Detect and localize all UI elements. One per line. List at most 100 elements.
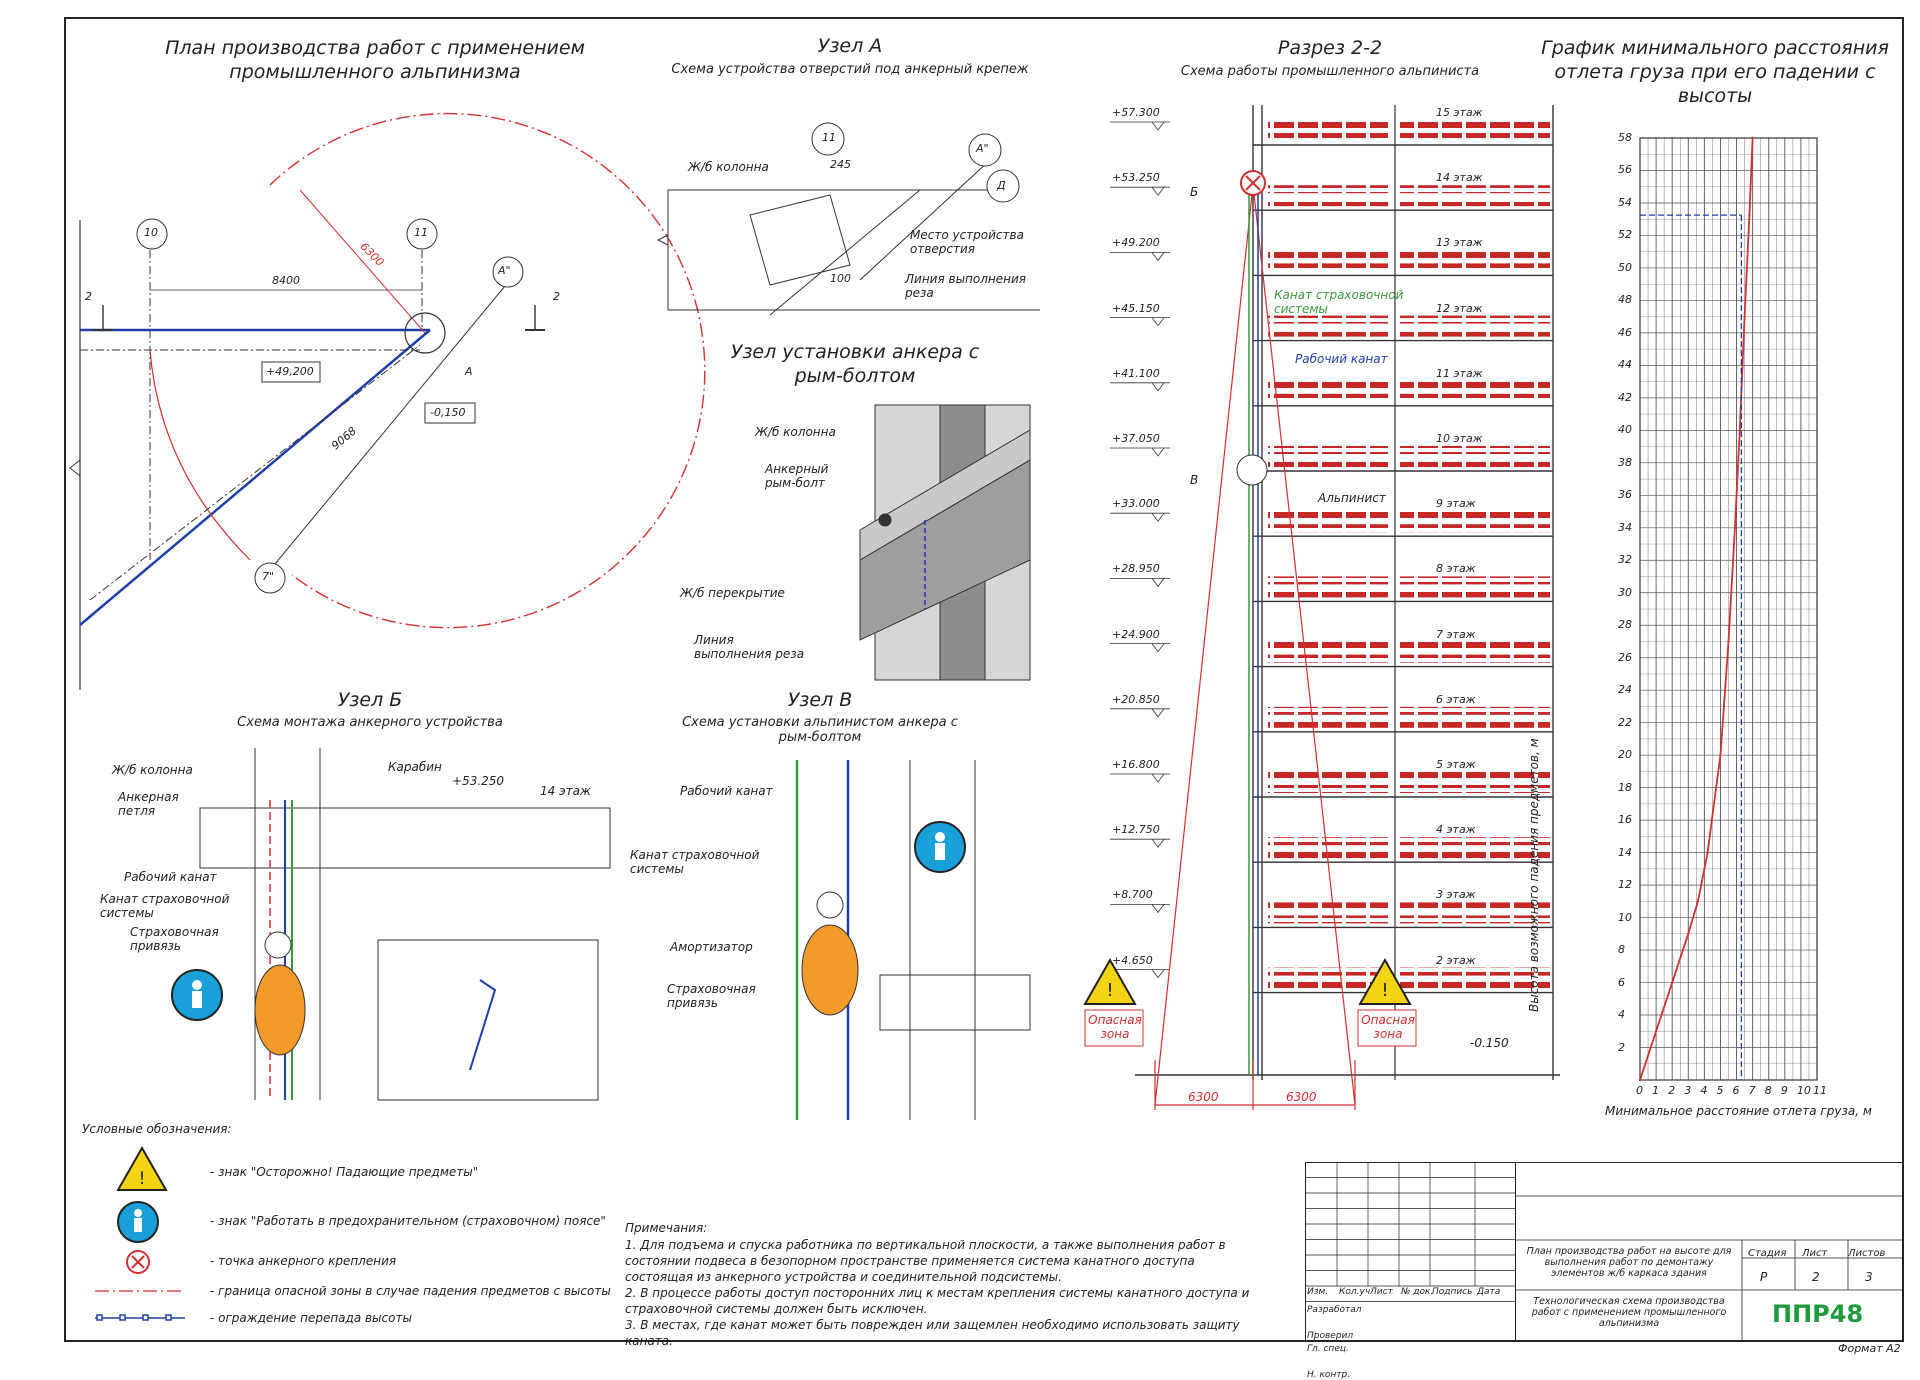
chart-x-tick: 5 [1716, 1084, 1724, 1097]
chart-y-tick: 40 [1618, 423, 1632, 437]
svg-text:!: ! [1381, 980, 1388, 1001]
chart-x-tick: 1 [1652, 1084, 1660, 1097]
chart-y-tick: 2 [1618, 1040, 1625, 1054]
chart-ylabel: Высота возможного падения предметов, м [1527, 738, 1541, 1012]
section-dim-left: 6300 [1188, 1090, 1219, 1104]
chart-x-tick: 7 [1748, 1084, 1756, 1097]
chart-y-tick: 52 [1618, 228, 1632, 242]
section-level-mark: +24.900 [1112, 627, 1160, 641]
chart-y-tick: 30 [1618, 585, 1632, 599]
node-a-axis-a: A" [976, 142, 989, 155]
notes-title: Примечания: [625, 1221, 708, 1235]
node-b-loop: Анкерная петля [118, 790, 179, 818]
chart-point [1670, 981, 1674, 984]
chart-x-tick: 10 [1796, 1084, 1811, 1097]
legend-title: Условные обозначения: [82, 1122, 232, 1136]
chart-frame [1639, 137, 1818, 1081]
legend-item-danger: - граница опасной зоны в случае падения … [210, 1284, 611, 1298]
node-a-hole-place: Место устройства отверстия [910, 228, 1024, 256]
section-title: Разрез 2-2 [1277, 37, 1383, 59]
node-v-subtitle: Схема установки альпинистом анкера с рым… [682, 715, 958, 745]
chart-point [1748, 213, 1751, 217]
anchor-node-column: Ж/б колонна [755, 425, 836, 439]
section-floor-label: 4 этаж [1436, 823, 1476, 837]
node-b-safety-rope: Канат страховочной системы [100, 892, 230, 920]
chart-x-tick: 2 [1668, 1084, 1676, 1097]
anchor-node-title: Узел установки анкера с рым-болтом [730, 341, 980, 387]
title-block-header: № док. [1401, 1287, 1434, 1297]
section-level-mark: +12.750 [1112, 823, 1160, 837]
harness-sign-node-b [171, 969, 223, 1021]
chart-y-tick: 4 [1618, 1008, 1625, 1022]
chart-y-tick: 16 [1618, 813, 1632, 827]
node-b-harness: Страховочная привязь [130, 925, 219, 953]
chart-y-tick: 44 [1618, 358, 1632, 372]
chart-x-tick: 8 [1764, 1084, 1772, 1097]
chart-point [1727, 640, 1730, 643]
chart-x-tick: 9 [1780, 1084, 1788, 1097]
node-b-level: +53.250 [452, 774, 505, 788]
chart-y-tick: 54 [1618, 195, 1632, 209]
chart-x-tick: 11 [1813, 1084, 1827, 1097]
chart-point [1733, 526, 1737, 529]
node-a-axis-11: 11 [822, 131, 836, 144]
section-floor-label: 14 этаж [1436, 171, 1483, 185]
title-block-header: Лист [1370, 1287, 1393, 1297]
section-level-mark: +57.300 [1112, 106, 1160, 119]
title-block-project: План производства работ на высоте для вы… [1526, 1246, 1732, 1279]
section-level-mark: +49.200 [1112, 236, 1160, 250]
chart-x-tick: 4 [1700, 1084, 1708, 1097]
section-dim-right: 6300 [1286, 1090, 1317, 1104]
anchor-node-drawing [859, 404, 1031, 681]
anchor-point-symbol [1240, 170, 1266, 196]
anchor-node-slab: Ж/б перекрытие [680, 586, 785, 600]
chart-point [1738, 429, 1741, 432]
warning-sign-left: ! [1083, 957, 1137, 1005]
chart-y-tick: 50 [1618, 260, 1632, 274]
plan-axis-7: 7" [262, 570, 275, 583]
section-floor-label: 8 этаж [1436, 562, 1476, 576]
chart-y-tick: 32 [1618, 553, 1632, 567]
chart-y-tick: 48 [1618, 293, 1632, 307]
chart-y-tick: 18 [1618, 780, 1632, 794]
section-level-mark: +4.650 [1112, 953, 1153, 967]
title-block-header: Дата [1477, 1287, 1501, 1297]
warning-sign-right: ! [1358, 957, 1412, 1005]
chart-point [1719, 753, 1722, 757]
section-level-mark: +33.000 [1112, 497, 1160, 511]
title-block-sheet: 2 [1812, 1270, 1820, 1284]
chart-y-tick: 12 [1618, 878, 1632, 892]
node-a-cut-line: Линия выполнения реза [905, 272, 1026, 300]
section-floor-label: 12 этаж [1436, 301, 1483, 315]
title-block-sheets: 3 [1865, 1270, 1873, 1284]
node-a-title: Узел А [817, 35, 883, 57]
plan-level-top: +49,200 [266, 365, 314, 378]
svg-text:!: ! [139, 1169, 146, 1189]
chart-y-tick: 24 [1618, 683, 1632, 697]
legend-item-warning: - знак "Осторожно! Падающие предметы" [210, 1165, 479, 1179]
plan-dim-8400: 8400 [272, 274, 300, 287]
chart-point [1751, 136, 1754, 140]
title-block-role: Разработал [1307, 1305, 1362, 1315]
chart-y-tick: 10 [1618, 910, 1632, 924]
chart-y-tick: 34 [1618, 520, 1632, 534]
harness-sign-node-v [914, 821, 966, 873]
section-floor-label: 9 этаж [1436, 497, 1476, 511]
chart-x-tick: 0 [1636, 1084, 1643, 1097]
legend-item-harness: - знак "Работать в предохранительном (ст… [210, 1214, 606, 1228]
node-v-work-rope: Рабочий канат [680, 784, 773, 798]
chart-point [1638, 1078, 1642, 1082]
section-level-mark: +8.700 [1112, 888, 1153, 902]
title-block-col-sheet: Лист [1802, 1248, 1828, 1259]
section-floor-label: 3 этаж [1436, 888, 1476, 902]
section-danger-lines [1154, 184, 1356, 1110]
section-floor-label: 6 этаж [1436, 692, 1476, 706]
chart-y-tick: 36 [1618, 488, 1632, 502]
node-b-drawing [199, 748, 611, 1101]
chart-x-tick: 3 [1684, 1084, 1692, 1097]
node-b-column: Ж/б колонна [112, 763, 193, 777]
notes-item-1: 1. Для подъема и спуска работника по вер… [625, 1238, 1226, 1284]
section-level-mark: +45.150 [1112, 301, 1160, 315]
node-b-title: Узел Б [337, 689, 403, 711]
